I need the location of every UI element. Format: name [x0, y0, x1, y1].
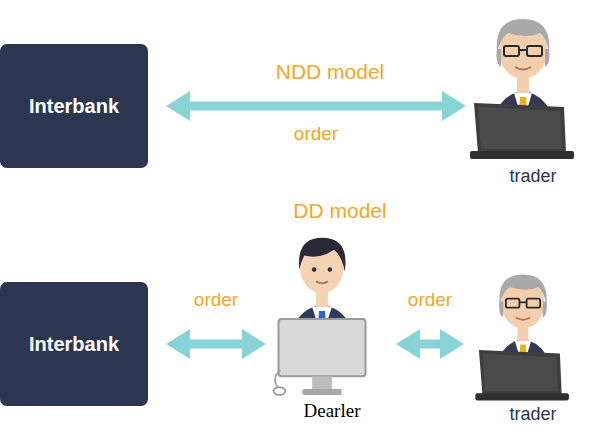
dealer-illustration — [272, 222, 372, 400]
order-arrow — [166, 329, 266, 359]
market-box: Interbank — [0, 44, 148, 168]
edge-label: order — [291, 123, 341, 145]
arrow-head — [242, 329, 266, 359]
trader-figure: trader — [468, 0, 598, 187]
arrow-head — [166, 91, 190, 121]
figure-caption: trader — [468, 404, 598, 425]
edge-label: order — [405, 289, 455, 311]
market-box: Interbank — [0, 282, 148, 406]
arrow-shaft — [188, 340, 244, 349]
model-heading: DD model — [293, 199, 386, 223]
trader-illustration — [468, 0, 578, 166]
arrow-head — [442, 91, 466, 121]
trader-figure: trader — [468, 260, 598, 425]
box-label: Interbank — [29, 95, 119, 118]
arrow-shaft — [418, 340, 442, 349]
order-arrow — [166, 91, 466, 121]
model-heading: NDD model — [276, 60, 385, 84]
arrow-shaft — [188, 102, 444, 111]
figure-caption: trader — [468, 166, 598, 187]
figure-caption: Dearler — [272, 400, 392, 422]
arrow-head — [166, 329, 190, 359]
arrow-head — [440, 329, 464, 359]
arrow-head — [396, 329, 420, 359]
order-arrow — [396, 329, 464, 359]
trader-illustration — [468, 260, 578, 404]
dealer-figure: Dearler — [272, 222, 392, 422]
box-label: Interbank — [29, 333, 119, 356]
edge-label: order — [191, 289, 241, 311]
